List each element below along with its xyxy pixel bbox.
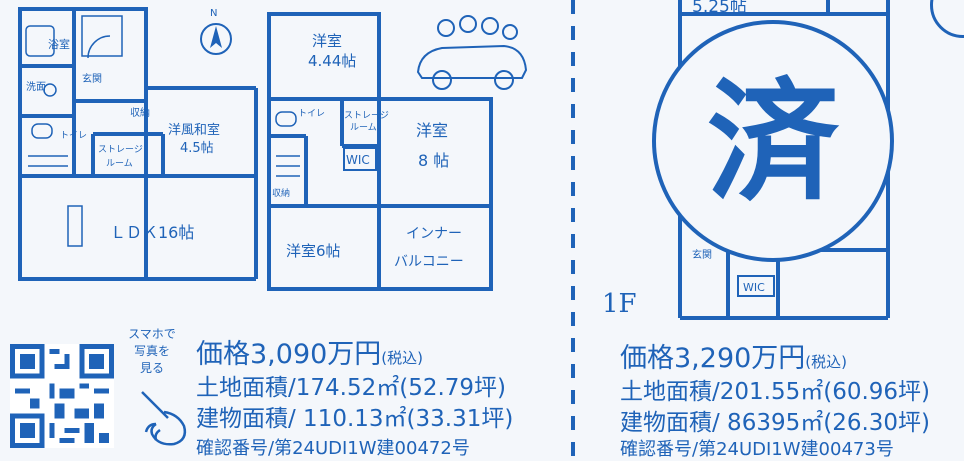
storage-label-2f: 収納 — [272, 187, 290, 199]
floor-plan-1f: 浴室 洗面 トイレ 玄関 収納 洋風和室 4.5帖 ストレージ ルーム ＬＤＫ1… — [18, 6, 258, 296]
storage-label-1f: 収納 — [130, 106, 150, 119]
qr-hint: スマホで 写真を 見る — [120, 326, 184, 377]
left-cert-number: 確認番号/第24UDI1W建00472号 — [196, 438, 470, 459]
qr-hint-line-3: 見る — [139, 361, 164, 375]
storage-room-label-1f: ストレージ — [98, 145, 143, 155]
balcony-label-1: インナー — [406, 226, 462, 242]
west-room-2-size: 8 帖 — [418, 151, 449, 170]
toilet-label-2f: トイレ — [298, 109, 325, 119]
right-floor-label: 1F — [602, 289, 637, 319]
west-room-1-size: 4.44帖 — [308, 52, 356, 70]
corner-circle — [930, 0, 964, 38]
right-entrance-label: 玄関 — [692, 248, 712, 261]
japanese-room-size: 4.5帖 — [180, 141, 214, 156]
right-top-size: 5.25帖 — [692, 0, 747, 17]
right-cert-number: 確認番号/第24UDI1W建00473号 — [620, 439, 894, 460]
right-price-row: 価格3,290万円(税込) — [620, 336, 847, 375]
wic-label-2f: WIC — [346, 153, 370, 167]
family-car-illustration — [412, 8, 532, 98]
right-price: 価格3,290万円 — [620, 343, 806, 374]
right-tax: (税込) — [805, 353, 848, 371]
bath-label: 浴室 — [48, 37, 70, 51]
west-room-3-label: 洋室6帖 — [286, 242, 341, 260]
washroom-label: 洗面 — [26, 81, 46, 93]
compass-icon: N — [196, 6, 236, 62]
west-room-2-label: 洋室 — [416, 121, 448, 140]
sold-stamp-text: 済 — [707, 66, 840, 220]
left-building-area: 建物面積/ 110.13㎡(33.31坪) — [196, 406, 514, 432]
left-tax: (税込) — [381, 349, 424, 367]
west-room-1-label: 洋室 — [312, 32, 342, 50]
right-land-area: 土地面積/201.55㎡(60.96坪) — [620, 379, 931, 405]
compass-label: N — [210, 8, 217, 19]
storage-room-label-2f: ストレージ — [344, 111, 389, 121]
toilet-label-1f: トイレ — [60, 131, 87, 141]
sold-stamp: 済 — [650, 18, 896, 268]
ldk-label: ＬＤＫ16帖 — [110, 223, 194, 242]
balcony-label-2: バルコニー — [394, 254, 464, 270]
pointing-hand-icon — [134, 384, 194, 454]
storage-room-label-2f-2: ルーム — [350, 122, 377, 133]
qr-hint-line-1: スマホで — [128, 327, 176, 341]
left-price: 価格3,090万円 — [196, 339, 382, 370]
dashed-divider — [571, 0, 575, 459]
qr-code[interactable] — [10, 344, 114, 448]
left-price-row: 価格3,090万円(税込) — [196, 332, 423, 371]
japanese-room-label: 洋風和室 — [168, 122, 220, 138]
floor-plan-2f: 洋室 4.44帖 トイレ ストレージ ルーム 洋室 8 帖 WIC 収納 洋室6… — [266, 6, 498, 296]
storage-room-label-1f-2: ルーム — [106, 158, 133, 169]
qr-hint-line-2: 写真を — [133, 344, 170, 358]
entrance-label: 玄関 — [82, 72, 102, 85]
right-building-area: 建物面積/ 86395㎡(26.30坪) — [620, 410, 931, 436]
left-land-area: 土地面積/174.52㎡(52.79坪) — [196, 375, 507, 401]
right-wic-label: WIC — [743, 281, 765, 294]
